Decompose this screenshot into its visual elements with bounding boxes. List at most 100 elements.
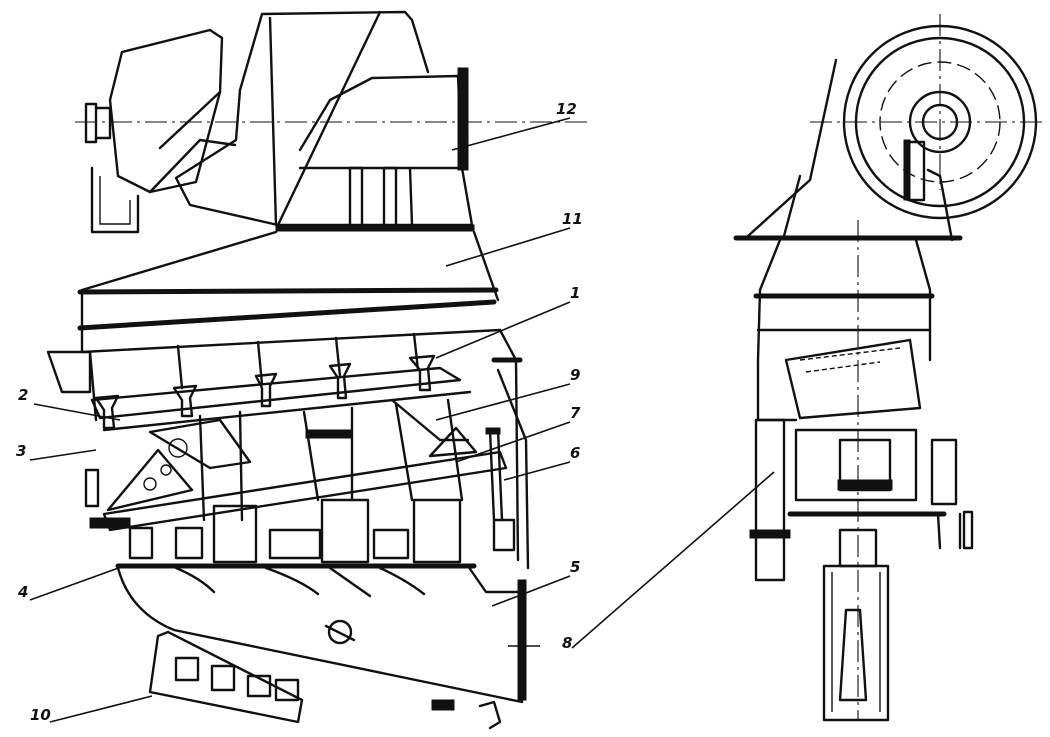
end-side-box — [930, 438, 958, 506]
leader-7 — [455, 421, 571, 463]
bearing-5 — [320, 498, 370, 564]
leader-6 — [503, 461, 571, 481]
callout-labels: 12 11 1 9 7 6 5 2 3 4 10 8 — [16, 100, 583, 724]
left-support-inner — [99, 176, 131, 225]
end-view — [733, 14, 1046, 722]
end-outlet-chute — [822, 564, 890, 722]
fan-base-plate — [275, 224, 475, 232]
fan-scroll-outer — [842, 24, 1038, 220]
motor-box-1 — [174, 656, 200, 682]
leader-2 — [33, 403, 121, 421]
leader-9 — [435, 383, 571, 421]
fan-motor-bracket-edge — [903, 139, 911, 201]
hanger-2 — [172, 384, 198, 418]
inlet-flange — [84, 102, 98, 144]
right-spring-base — [492, 518, 516, 552]
bracket-hole-1 — [143, 477, 157, 491]
base-clamp — [478, 700, 502, 730]
blade-2 — [264, 566, 320, 596]
leader-4 — [29, 565, 125, 601]
bracket-hole-2 — [160, 464, 172, 476]
end-right-bolt-head — [962, 510, 974, 550]
callout-9: 9 — [570, 366, 580, 384]
bearing-7 — [412, 498, 462, 564]
fan-housing-top — [238, 10, 430, 92]
left-duct-edge — [158, 90, 222, 150]
fan-leg-3 — [408, 166, 474, 227]
leader-8 — [571, 471, 775, 649]
chute-2-band — [305, 429, 353, 439]
main-beam — [102, 450, 508, 532]
outlet-duct — [298, 74, 464, 170]
left-support — [90, 166, 140, 234]
bay-line-3 — [334, 336, 342, 378]
fan-housing-diagonal — [276, 10, 382, 227]
callout-5: 5 — [570, 558, 580, 576]
callout-6: 6 — [570, 444, 580, 462]
left-duct-edge-2 — [148, 138, 237, 194]
end-sieve-hatch — [799, 347, 901, 373]
callout-10: 10 — [30, 706, 51, 724]
blade-4 — [378, 566, 426, 596]
sieve-hanger-supports — [94, 354, 436, 430]
fan-scroll-ring — [854, 36, 1026, 208]
outlet-flange — [457, 67, 469, 171]
end-body-left — [756, 238, 782, 362]
casing-side-plate — [496, 368, 530, 570]
inspection-port — [327, 619, 353, 645]
triangle-bracket — [106, 448, 194, 512]
leader-1 — [435, 301, 571, 359]
bay-line-1 — [176, 344, 184, 390]
leader-12 — [451, 117, 571, 151]
left-spring — [84, 468, 100, 508]
motor-box-3 — [246, 674, 272, 698]
left-flap — [46, 350, 92, 394]
right-spring-cap — [485, 427, 501, 435]
callout-11: 11 — [562, 210, 583, 228]
motor-base — [148, 630, 502, 730]
motor-base-plate — [148, 630, 304, 724]
left-duct — [108, 28, 224, 194]
inspection-port-handle — [324, 624, 356, 642]
end-outlet-chute-inner — [831, 572, 881, 712]
leader-10 — [49, 695, 153, 723]
hood-lower-edge — [80, 328, 502, 354]
upper-sieve-frame — [90, 366, 462, 420]
left-foot-block — [89, 517, 131, 529]
fan-leg-2 — [382, 166, 398, 228]
fan-hub-inner — [921, 103, 959, 141]
chute-1 — [198, 410, 244, 522]
motor-box-2 — [210, 664, 236, 692]
bay-line-4 — [412, 332, 420, 372]
side-view — [46, 10, 590, 730]
leader-3 — [29, 449, 97, 461]
hood-flange-top — [77, 287, 499, 295]
end-right-bolts — [936, 512, 962, 550]
end-column-collar — [749, 529, 791, 539]
linkage-2-pivot — [168, 438, 188, 458]
bottom-bearings — [128, 498, 462, 564]
callout-8: 8 — [562, 634, 572, 652]
hopper — [116, 564, 540, 704]
end-housing-left — [746, 58, 838, 238]
chute-2 — [302, 406, 354, 502]
bearing-3 — [212, 504, 258, 564]
end-housing-rib — [782, 174, 802, 238]
end-sieve-box — [784, 338, 922, 420]
end-support-column — [754, 418, 786, 582]
bearing-4 — [268, 528, 322, 560]
hopper-outline — [116, 564, 524, 704]
end-drive-motor-base — [837, 479, 893, 491]
hanger-3 — [254, 372, 278, 408]
triangle-bracket-right — [428, 426, 478, 458]
hood-body — [77, 230, 502, 354]
hanger-5 — [408, 354, 436, 392]
linkage-2 — [148, 418, 252, 470]
callout-7: 7 — [570, 404, 581, 422]
fan-housing-vertical — [268, 16, 278, 227]
callout-3: 3 — [16, 442, 26, 460]
end-drive-frame — [794, 428, 918, 502]
hanger-1 — [94, 394, 120, 430]
bay-line-2 — [256, 340, 264, 386]
